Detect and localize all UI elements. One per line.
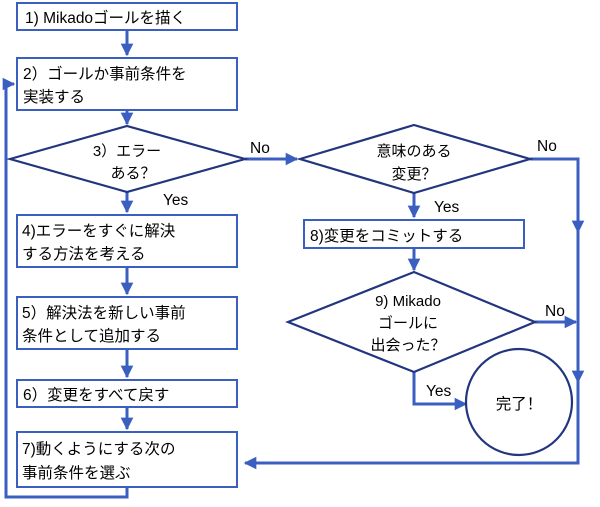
edge-label-n10-yes: Yes bbox=[426, 383, 452, 400]
node-4-shape bbox=[16, 214, 238, 268]
node-6-shape bbox=[16, 379, 238, 408]
node-7-line-2: 事前条件を選ぶ bbox=[22, 464, 131, 482]
node-9-commit-changes[interactable]: 8)変更をコミットする bbox=[303, 219, 525, 249]
edge-label-n8-no: No bbox=[537, 138, 557, 155]
edge-n7-to-n2-return bbox=[2, 77, 129, 499]
node-10-reached-mikado-goal-decision[interactable]: 9) Mikado ゴールに 出会った？ bbox=[285, 270, 538, 374]
node-2-implement-goal-or-prerequisite[interactable]: 2）ゴールか事前条件を 実装する bbox=[16, 57, 238, 111]
node-4-line-1: 4)エラーをすぐに解決 bbox=[22, 222, 176, 240]
node-7-shape bbox=[16, 431, 238, 488]
node-10-line-2: ゴールに bbox=[378, 314, 438, 332]
node-8-shape bbox=[296, 123, 534, 195]
edge-label-n8-yes: Yes bbox=[434, 199, 460, 216]
node-4-think-how-to-solve-error[interactable]: 4)エラーをすぐに解決 する方法を考える bbox=[16, 214, 238, 268]
node-7-choose-next-prerequisite[interactable]: 7)動くようにする次の 事前条件を選ぶ bbox=[16, 431, 238, 488]
node-1-draw-mikado-goal[interactable]: 1) Mikadoゴールを描く bbox=[16, 2, 238, 31]
node-3-shape bbox=[5, 124, 250, 194]
node-5-add-solution-as-prerequisite[interactable]: 5）解決法を新しい事前 条件として追加する bbox=[16, 296, 238, 350]
node-1-line-1: 1) Mikadoゴールを描く bbox=[25, 8, 186, 27]
edge-label-n3-yes: Yes bbox=[163, 192, 189, 209]
node-11-completed[interactable]: 完了！ bbox=[464, 347, 574, 457]
edge-n8-no-to-right-bus bbox=[530, 157, 585, 234]
node-11-shape bbox=[464, 347, 574, 457]
edge-label-n10-no: No bbox=[545, 303, 565, 320]
node-7-line-1: 7)動くようにする次の bbox=[22, 440, 175, 458]
node-8-meaningful-change-decision[interactable]: 意味のある 変更？ bbox=[296, 123, 534, 195]
node-3-line-2: ある？ bbox=[110, 165, 155, 182]
edge-labels: No Yes No Yes No Yes bbox=[163, 138, 565, 400]
edge-label-n3-no: No bbox=[250, 140, 270, 157]
node-2-line-1: 2）ゴールか事前条件を bbox=[23, 64, 187, 83]
node-4-line-2: する方法を考える bbox=[22, 245, 146, 263]
edge-n10-yes-to-n11 bbox=[412, 372, 468, 411]
node-6-line-1: 6）変更をすべて戻す bbox=[23, 386, 169, 404]
node-11-line-1: 完了！ bbox=[496, 395, 543, 413]
node-6-revert-all-changes[interactable]: 6）変更をすべて戻す bbox=[16, 379, 238, 408]
node-5-shape bbox=[16, 296, 238, 350]
node-8-line-1: 意味のある bbox=[376, 142, 451, 160]
node-9-line-1: 8)変更をコミットする bbox=[310, 227, 463, 245]
node-3-has-error-decision[interactable]: 3）エラー ある？ bbox=[5, 124, 250, 194]
node-10-line-1: 9) Mikado bbox=[375, 293, 441, 310]
edge-right-bus-to-n7 bbox=[243, 382, 580, 470]
node-10-line-3: 出会った？ bbox=[370, 337, 445, 354]
node-2-shape bbox=[16, 57, 238, 111]
connectors bbox=[2, 30, 585, 499]
node-8-line-2: 変更？ bbox=[391, 166, 436, 183]
node-10-shape bbox=[285, 270, 538, 374]
node-3-line-1: 3）エラー bbox=[93, 143, 161, 160]
node-2-line-2: 実装する bbox=[23, 88, 85, 106]
node-9-shape bbox=[303, 219, 525, 249]
node-1-shape bbox=[16, 2, 238, 31]
node-5-line-1: 5）解決法を新しい事前 bbox=[22, 304, 186, 322]
node-5-line-2: 条件として追加する bbox=[22, 327, 161, 345]
